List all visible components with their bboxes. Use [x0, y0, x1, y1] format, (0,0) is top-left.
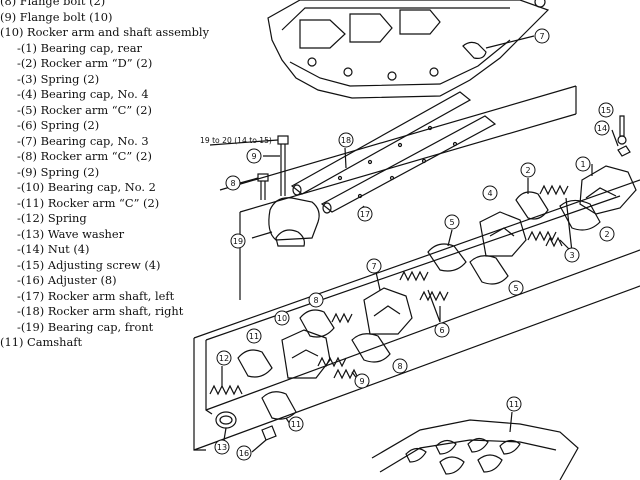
callout-9: 9 — [251, 152, 256, 161]
callout-7: 7 — [371, 262, 376, 271]
callout-12: 12 — [219, 354, 229, 363]
callout-11b: 11 — [291, 420, 301, 429]
parts-list-item: -(3) Spring (2) — [17, 71, 100, 86]
callout-5a: 5 — [449, 218, 454, 227]
parts-list-item: -(17) Rocker arm shaft, left — [17, 288, 175, 303]
parts-list-item: -(2) Rocker arm “D” (2) — [17, 56, 153, 70]
wave-washer — [215, 411, 237, 441]
parts-list-item: -(10) Bearing cap, No. 2 — [17, 180, 156, 194]
callout-14: 14 — [597, 124, 607, 133]
callout-13: 13 — [217, 443, 227, 452]
rocker-arm-c-5 — [427, 229, 509, 285]
callout-5b: 5 — [513, 284, 518, 293]
callout-3: 3 — [569, 251, 574, 260]
callout-19: 19 — [233, 237, 243, 246]
parts-list-item: -(19) Bearing cap, front — [17, 319, 154, 334]
rocker-arm-c-8 — [299, 309, 391, 363]
bearing-cap-no2 — [281, 329, 331, 379]
callout-15: 15 — [601, 106, 611, 115]
parts-list-item: -(18) Rocker arm shaft, right — [17, 304, 184, 318]
callout-9b: 9 — [359, 377, 364, 386]
parts-list-item: -(9) Spring (2) — [17, 164, 100, 179]
spring-12 — [209, 366, 243, 396]
parts-list-item: -(8) Rocker arm “C” (2) — [17, 149, 152, 163]
callout-1: 1 — [580, 160, 585, 169]
callout-6: 6 — [439, 326, 444, 335]
callout-7-top: 7 — [539, 32, 544, 41]
rear-bearing-cap — [579, 164, 637, 215]
callout-11c: 11 — [509, 400, 519, 409]
parts-list-item: -(5) Rocker arm “C” (2) — [17, 102, 152, 117]
callout-8b: 8 — [313, 296, 318, 305]
adjuster — [251, 425, 277, 453]
flange-bolts — [209, 135, 289, 200]
parts-list-item: -(4) Bearing cap, No. 4 — [17, 87, 149, 101]
callout-10: 10 — [277, 314, 287, 323]
parts-list-item: (11) Camshaft — [0, 335, 83, 349]
adjusting-screw-nut — [611, 115, 631, 157]
callout-17: 17 — [360, 210, 370, 219]
parts-list-item: -(6) Spring (2) — [17, 118, 100, 132]
parts-list-item: -(7) Bearing cap, No. 3 — [17, 133, 149, 148]
parts-list-item: -(14) Nut (4) — [17, 242, 90, 256]
parts-list-item: (8) Flange bolt (2) — [0, 0, 106, 8]
parts-legend: (8) Flange bolt (2)(9) Flange bolt (10)(… — [0, 0, 210, 351]
parts-list-item: -(12) Spring — [17, 211, 87, 225]
callout-18: 18 — [341, 136, 351, 145]
callout-16: 16 — [239, 449, 249, 458]
callout-2a: 2 — [525, 166, 530, 175]
bearing-cap-no3 — [363, 271, 413, 335]
callout-2b: 2 — [604, 230, 609, 239]
parts-list-item: (10) Rocker arm and shaft assembly — [0, 25, 210, 39]
callout-8: 8 — [230, 179, 235, 188]
callout-11a: 11 — [249, 332, 259, 341]
valve-cover — [267, 0, 550, 99]
parts-list-item: -(16) Adjuster (8) — [17, 273, 117, 287]
springs-9 — [317, 312, 359, 381]
torque-spec: 19 to 20 (14 to 15) — [200, 136, 272, 145]
front-bearing-cap — [251, 197, 320, 247]
camshaft — [371, 411, 579, 480]
rocker-shafts — [290, 91, 497, 214]
parts-list-item: -(1) Bearing cap, rear — [17, 40, 142, 55]
callout-8c: 8 — [397, 362, 402, 371]
parts-list-item: -(15) Adjusting screw (4) — [17, 257, 161, 272]
rocker-arm-d — [515, 178, 601, 231]
springs-6 — [399, 270, 449, 323]
parts-list-item: -(13) Wave washer — [17, 226, 125, 241]
parts-list-item: (9) Flange bolt (10) — [0, 9, 113, 24]
parts-list-item: -(11) Rocker arm “C” (2) — [17, 195, 160, 210]
plug-part — [462, 35, 535, 59]
callout-4: 4 — [487, 189, 492, 198]
